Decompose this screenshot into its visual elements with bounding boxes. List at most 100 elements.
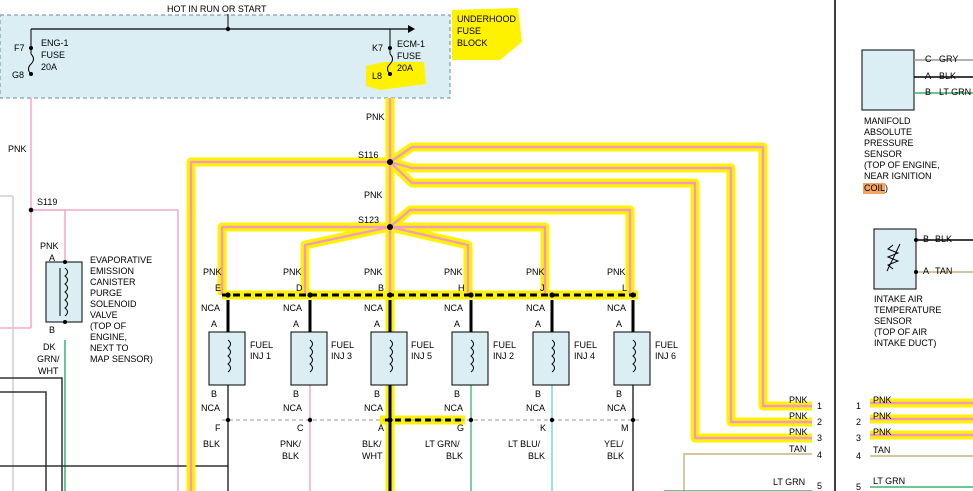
conn-right-pin-4: 4 xyxy=(856,451,861,461)
eng-fuse-symbol xyxy=(28,53,34,75)
ecm-fuse-node-top xyxy=(388,46,392,50)
conn-left-wire-5: LT GRN xyxy=(773,477,805,487)
left-misc-wires xyxy=(0,195,228,491)
inj5-nca-top: NCA xyxy=(364,303,383,313)
inj3-nca-top: NCA xyxy=(283,303,302,313)
map-wire-a: BLK xyxy=(939,71,956,81)
iat-label-4: (TOP OF AIR xyxy=(874,327,928,337)
evap-coil-icon xyxy=(64,267,68,317)
conn-right-wire-4: TAN xyxy=(873,445,890,455)
conn-left-pin-1: 1 xyxy=(817,401,822,411)
conn-right-wire-2: PNK xyxy=(873,411,892,421)
ecm-fuse-label-3: 20A xyxy=(397,63,413,73)
conn-right-pin-1: 1 xyxy=(856,401,861,411)
inj6-pin-a: A xyxy=(616,319,622,329)
ecm-fuse-symbol xyxy=(387,53,393,75)
inj3-label-2: INJ 3 xyxy=(331,351,352,361)
eng-pnk-label: PNK xyxy=(8,144,27,154)
map-wire-b: LT GRN xyxy=(939,87,971,97)
iat-label-1: INTAKE AIR xyxy=(874,294,923,304)
ecm-fuse-label-1: ECM-1 xyxy=(397,39,425,49)
inj2-pin-b: B xyxy=(454,389,460,399)
conn-left-pin-5: 5 xyxy=(817,481,822,491)
eng-fuse-node-bottom xyxy=(29,72,33,76)
inj2-nca-bottom: NCA xyxy=(444,403,463,413)
map-label-6: NEAR IGNITION xyxy=(864,171,932,181)
eng-fuse-pin-top: F7 xyxy=(14,43,25,53)
inj5-pin-b: B xyxy=(374,389,380,399)
eng-fuse-label-2: FUSE xyxy=(41,50,65,60)
inj5-bottom-wire-2: WHT xyxy=(362,451,383,461)
thermistor-icon xyxy=(886,244,900,270)
ecm-fuse-node-bottom xyxy=(388,72,392,76)
map-label-2: ABSOLUTE xyxy=(864,127,912,137)
inj1-top-wire: PNK xyxy=(203,267,222,277)
ecm-fuse-label-2: FUSE xyxy=(397,51,421,61)
inj2-nca-top: NCA xyxy=(444,303,463,313)
inj3-top-pin: D xyxy=(296,283,303,293)
inj1-bottom-pin: F xyxy=(215,423,221,433)
conn-right-wire-5: LT GRN xyxy=(873,476,905,486)
injector-2: PNK H NCA A B NCA G LT GRN/ BLK FUEL INJ… xyxy=(425,267,516,491)
s123-node xyxy=(387,224,393,230)
inj6-label-1: FUEL xyxy=(655,340,678,350)
s123-label: S123 xyxy=(358,215,379,225)
inj1-label-2: INJ 1 xyxy=(250,351,271,361)
svg-text:EMISSION: EMISSION xyxy=(90,266,134,276)
map-sensor: C GRY A BLK B LT GRN MANIFOLD ABSOLUTE P… xyxy=(861,49,973,194)
evap-bottom-wire-1: DK xyxy=(43,342,56,352)
iat-label-3: SENSOR xyxy=(874,316,913,326)
inj1-label-1: FUEL xyxy=(250,340,273,350)
conn-left-wire-1: PNK xyxy=(789,395,808,405)
inj1-pin-b: B xyxy=(211,389,217,399)
eng-pink-circuit xyxy=(0,98,179,491)
svg-text:MAP SENSOR): MAP SENSOR) xyxy=(90,354,153,364)
iat-wire-b: BLK xyxy=(935,234,952,244)
inj3-bottom-pin: C xyxy=(297,423,304,433)
conn-right-pin-3: 3 xyxy=(856,433,861,443)
evap-pin-b: B xyxy=(49,325,55,335)
inj4-label-1: FUEL xyxy=(574,340,597,350)
inj3-pin-a: A xyxy=(293,319,299,329)
conn-left-wire-4: TAN xyxy=(789,444,806,454)
map-wire-c: GRY xyxy=(939,54,958,64)
inj4-bottom-wire-1: LT BLU/ xyxy=(508,439,541,449)
evap-top-wire: PNK xyxy=(40,241,59,251)
connector-right: 1 PNK 2 PNK 3 PNK 4 TAN 5 LT GRN xyxy=(856,395,973,491)
inj4-bottom-wire-2: BLK xyxy=(528,451,545,461)
evap-valve-box xyxy=(45,261,83,323)
inj4-pin-b: B xyxy=(535,389,541,399)
inj1-top-pin: E xyxy=(215,283,221,293)
hot-bus-node xyxy=(225,26,231,32)
iat-wire-a: TAN xyxy=(935,266,952,276)
s119-node xyxy=(28,207,34,213)
map-pin-c: C xyxy=(925,54,932,64)
pnk-label-upper: PNK xyxy=(366,112,385,122)
eng-fuse-node-top xyxy=(29,46,33,50)
eng-fuse-pin-bottom: G8 xyxy=(12,70,24,80)
conn-left-pin-3: 3 xyxy=(817,433,822,443)
injector-4: PNK J NCA A B NCA K LT BLU/ BLK FUEL INJ… xyxy=(508,267,597,491)
conn-left-wire-2: PNK xyxy=(789,411,808,421)
inj2-label-2: INJ 2 xyxy=(493,351,514,361)
inj4-nca-bottom: NCA xyxy=(526,403,545,413)
map-pin-a: A xyxy=(925,71,931,81)
inj2-top-pin: H xyxy=(458,283,465,293)
inj3-bottom-wire-1: PNK/ xyxy=(280,439,302,449)
s116-label: S116 xyxy=(358,150,378,160)
lower-right-wires xyxy=(664,453,812,491)
svg-text:PURGE: PURGE xyxy=(90,288,122,298)
eng-fuse-label-1: ENG-1 xyxy=(41,38,69,48)
inj2-bottom-wire-1: LT GRN/ xyxy=(425,439,460,449)
eng-fuse-label-3: 20A xyxy=(41,62,57,72)
ecm-fuse-label-highlight xyxy=(366,62,426,90)
inj5-top-pin: B xyxy=(378,283,384,293)
injector-6: PNK L NCA A B NCA M YEL/ BLK FUEL INJ 6 xyxy=(604,267,678,491)
evap-valve-label: EVAPORATIVE EMISSION CANISTER PURGE SOLE… xyxy=(90,255,153,364)
inj1-nca-bottom: NCA xyxy=(201,403,220,413)
inj4-pin-a: A xyxy=(535,319,541,329)
inj3-label-1: FUEL xyxy=(331,340,354,350)
inj2-pin-a: A xyxy=(454,319,460,329)
map-coil-word: COIL xyxy=(864,183,885,193)
inj6-pin-b: B xyxy=(616,389,622,399)
